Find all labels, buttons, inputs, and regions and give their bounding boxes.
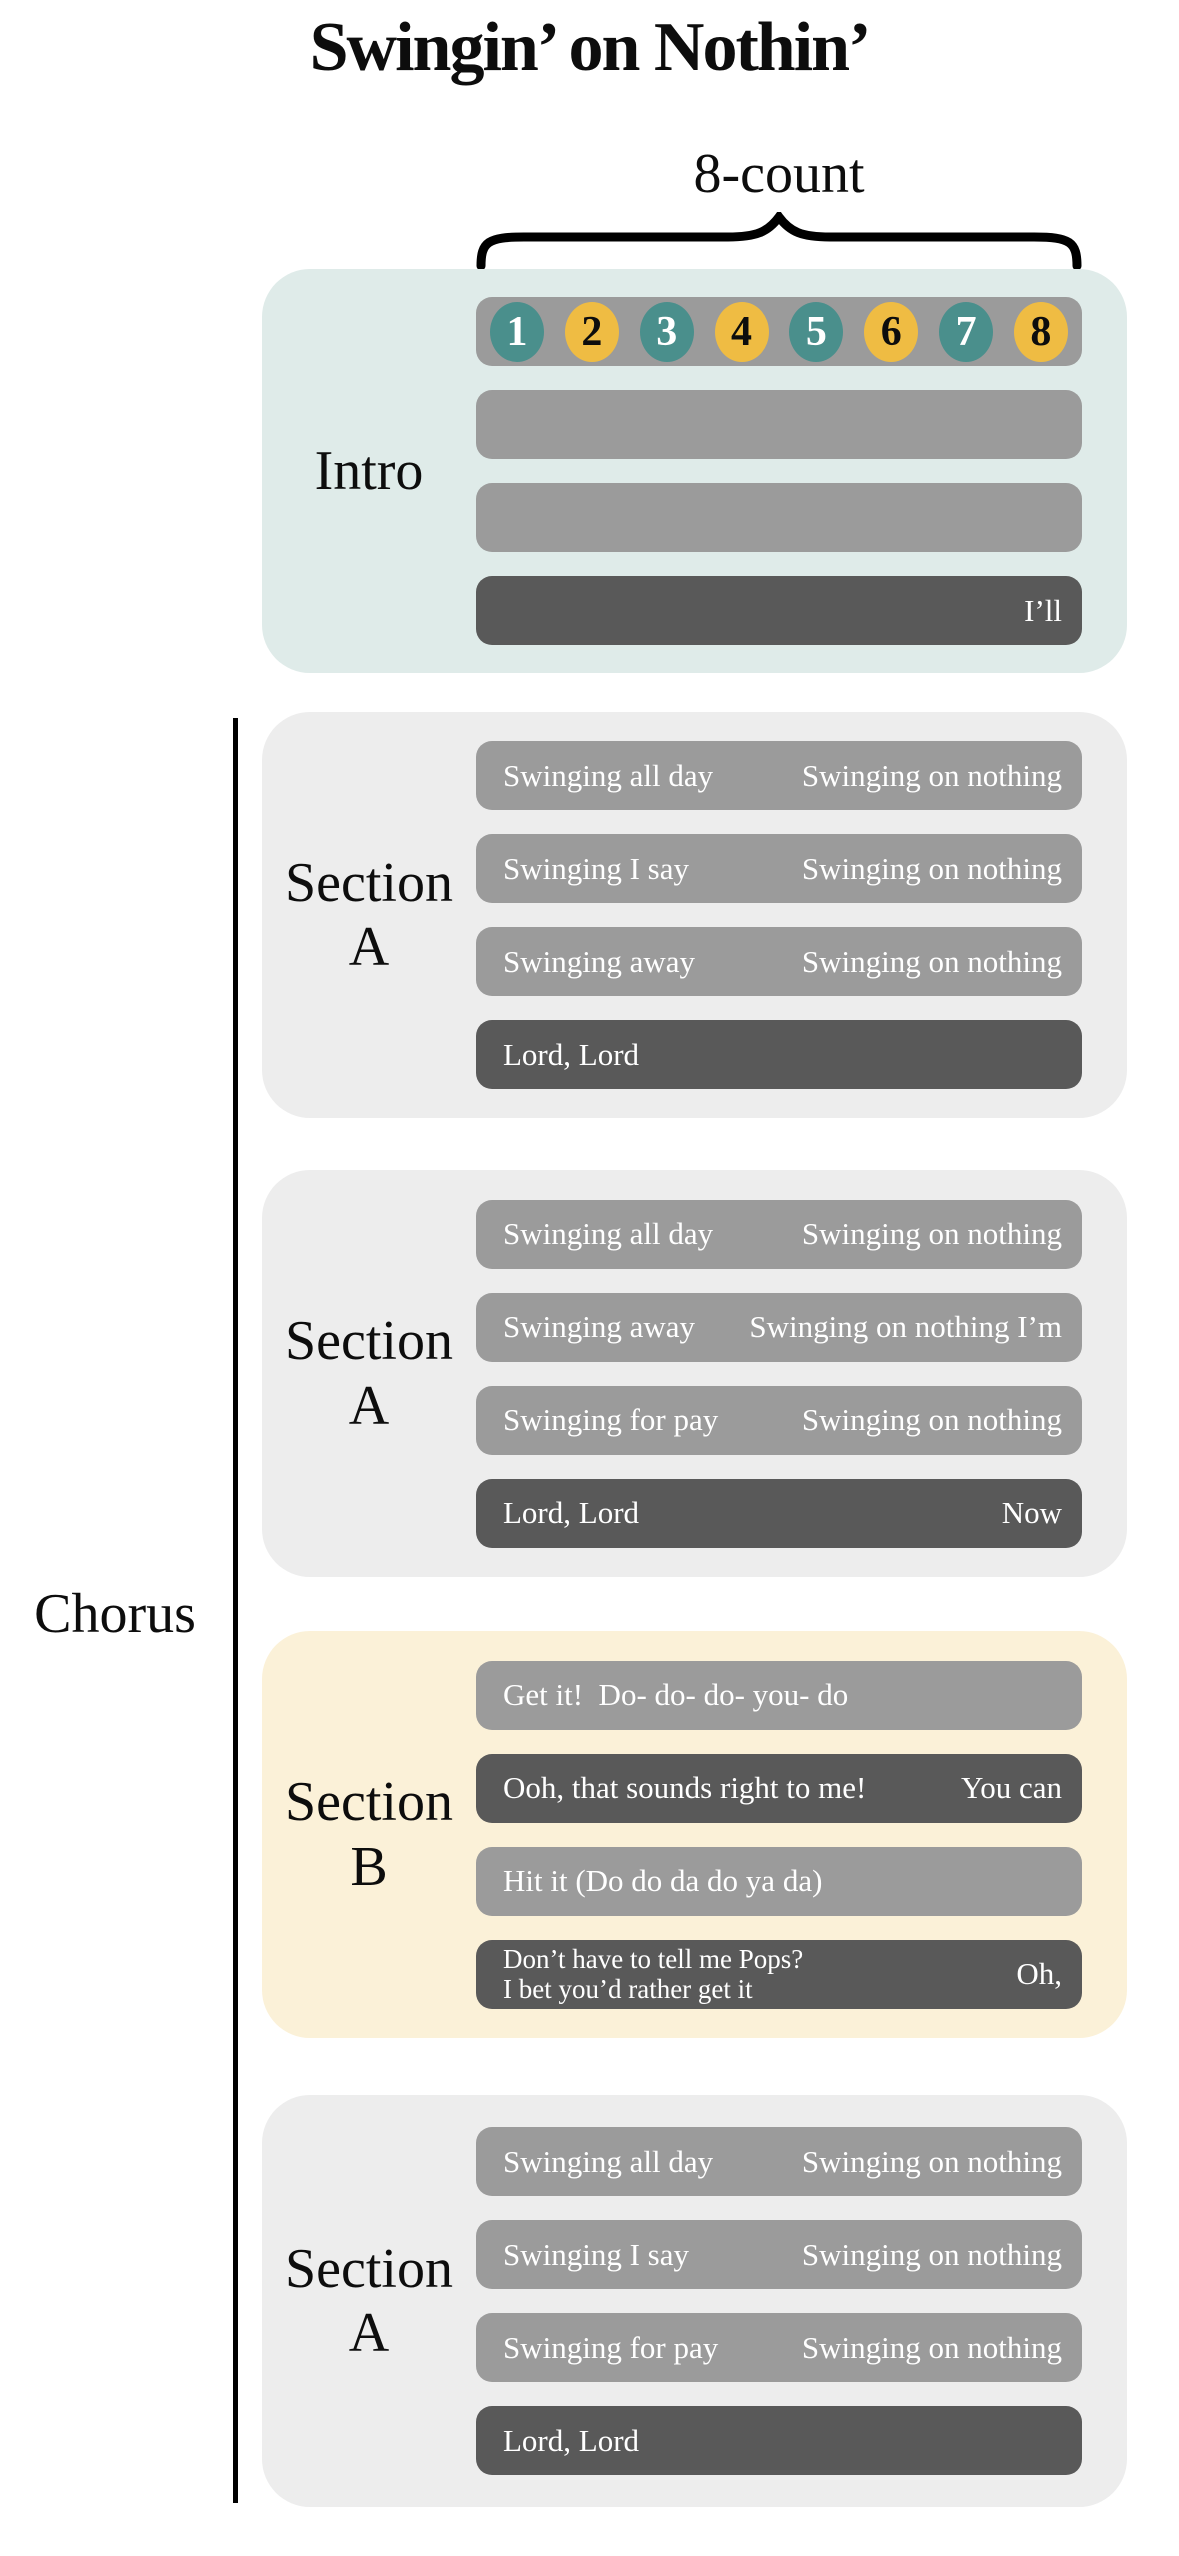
lyric-left: Lord, Lord [503, 1495, 640, 1530]
section-label-line: Section [285, 851, 453, 914]
lyric-right: Swinging on nothing [801, 2329, 1062, 2365]
lyric-right: Swinging on nothing I’m [749, 1309, 1062, 1344]
lyric-line: Don’t have to tell me Pops? [503, 1943, 804, 1974]
section-label-line: Intro [314, 439, 424, 502]
lyric-bar: Swinging all day Swinging on nothing [476, 1199, 1082, 1269]
section-label-line: Section [285, 1310, 453, 1373]
lyric-right: Swinging on nothing [801, 2236, 1062, 2272]
lyric-bar: Swinging all day Swinging on nothing [476, 2127, 1082, 2196]
lyric-bar: Lord, Lord [476, 2406, 1082, 2475]
lyric-right: Swinging on nothing [801, 1402, 1062, 1437]
section-label-line: A [348, 916, 390, 978]
lyric-bar: Swinging for pay Swinging on nothing [476, 1385, 1082, 1455]
lyric-left: Get it! Do- do- do- you- do [503, 1677, 849, 1712]
count-circle-4: 4 [714, 301, 769, 362]
lyric-bar: Get it! Do- do- do- you- do [476, 1660, 1082, 1730]
lyric-bar: Swinging I say Swinging on nothing [476, 834, 1082, 903]
lyric-bar [476, 483, 1082, 552]
brace-icon [476, 212, 1082, 270]
count-circle-7: 7 [939, 301, 994, 362]
chorus-bracket-line [233, 718, 238, 2503]
section-label-line: Section [285, 2237, 453, 2300]
lyric-right: Now [1001, 1495, 1062, 1530]
lyric-bar: Hit it (Do do da do ya da) [476, 1846, 1082, 1916]
lyric-left: Swinging for pay [503, 1402, 719, 1437]
eight-count-label: 8-count [693, 143, 865, 205]
lyric-left: Lord, Lord [503, 1036, 640, 1072]
lyric-left: Swinging all day [503, 1216, 714, 1251]
lyric-bar: Swinging for pay Swinging on nothing [476, 2313, 1082, 2382]
lyric-left: Swinging I say [503, 850, 689, 886]
lyric-bar: Swinging I say Swinging on nothing [476, 2220, 1082, 2289]
count-circle-3: 3 [639, 301, 694, 362]
lyric-left: Don’t have to tell me Pops?I bet you’d r… [503, 1944, 803, 2004]
lyric-right: Swinging on nothing [801, 757, 1062, 793]
lyric-left: Hit it (Do do da do ya da) [503, 1863, 823, 1898]
lyric-right: Swinging on nothing [801, 1216, 1062, 1251]
lyric-bar: Swinging away Swinging on nothing [476, 927, 1082, 996]
lyric-left: Swinging I say [503, 2236, 689, 2272]
count-circle-2: 2 [564, 301, 619, 362]
section-label-line: A [348, 1374, 390, 1437]
lyric-left: Swinging all day [503, 2143, 714, 2179]
section-b-rows: Get it! Do- do- do- you- do Ooh, that sou… [476, 1631, 1082, 2038]
page-title: Swingin’ on Nothin’ [309, 9, 872, 86]
count-circle-8: 8 [1013, 301, 1068, 362]
lyric-left: Lord, Lord [503, 2422, 640, 2458]
lyric-line: I bet you’d rather get it [503, 1974, 753, 2004]
count-circle-5: 5 [789, 301, 844, 362]
lyric-right: Swinging on nothing [801, 850, 1062, 886]
count-circle-6: 6 [864, 301, 919, 362]
lyric-bar [476, 390, 1082, 459]
lyric-bar: Swinging all day Swinging on nothing [476, 741, 1082, 810]
lyric-right: Swinging on nothing [801, 943, 1062, 979]
chorus-label: Chorus [34, 1583, 196, 1645]
lyric-right: You can [960, 1770, 1062, 1805]
lyric-left: Swinging all day [503, 757, 714, 793]
lyric-bar: Swinging away Swinging on nothing I’m [476, 1292, 1082, 1362]
lyric-right: Oh, [1016, 1956, 1062, 1991]
count-circle-1: 1 [490, 301, 544, 362]
lyric-right: I’ll [1024, 592, 1062, 628]
lyric-left: Ooh, that sounds right to me! [503, 1770, 867, 1805]
lyric-bar: I’ll [476, 576, 1082, 645]
lyric-bar: Lord, Lord [476, 1020, 1082, 1089]
lyric-left: Swinging for pay [503, 2329, 719, 2365]
lyric-bar: Ooh, that sounds right to me! You can [476, 1753, 1082, 1823]
lyric-bar: Don’t have to tell me Pops?I bet you’d r… [476, 1939, 1082, 2009]
section-label-line: Section [285, 1771, 453, 1834]
section-label-line: A [348, 2302, 390, 2364]
lyric-bar: Lord, Lord Now [476, 1478, 1082, 1548]
lyric-left: Swinging away [503, 1309, 696, 1344]
section-label-line: B [350, 1835, 388, 1898]
lyric-right: Swinging on nothing [801, 2143, 1062, 2179]
intro-label: Intro [262, 269, 476, 673]
lyric-left: Swinging away [503, 943, 696, 979]
